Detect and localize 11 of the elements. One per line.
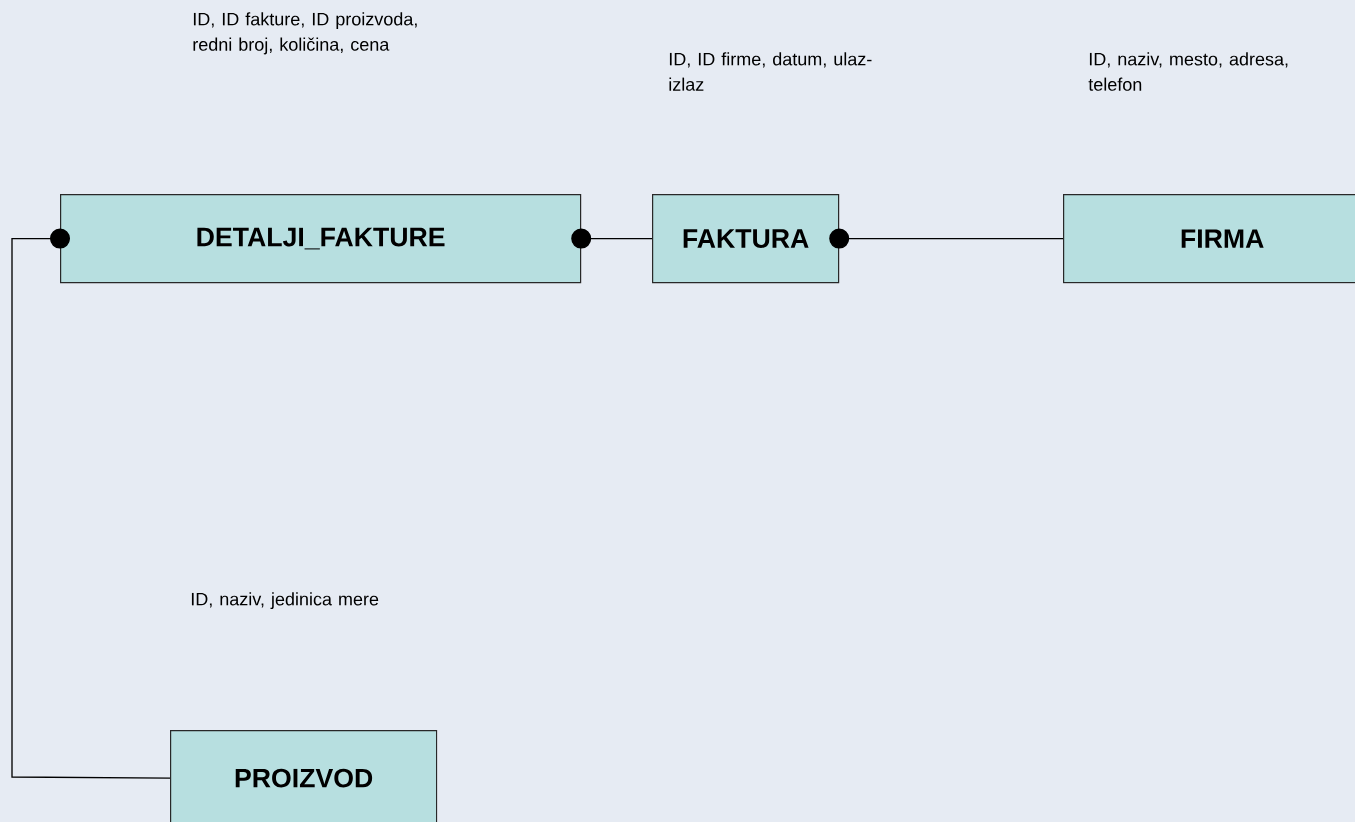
connector-line [571,228,653,249]
connector-line [829,228,1064,249]
connector-line [11,228,171,779]
attribute-list: ID, ID firme, datum, ulaz-izlaz [669,52,872,91]
entity-box: DETALJI_FAKTURE [60,194,582,284]
attribute-list: ID, ID fakture, ID proizvoda, redni broj, količina, cena [193,12,417,55]
attribute-list: ID, naziv, jedinica mere [191,592,379,610]
attribute-list: ID, naziv, mesto, adresa, telefon [1088,52,1288,91]
entity-box: FAKTURA [652,194,840,284]
entity-box: FIRMA [1063,194,1355,284]
entity-box: PROIZVOD [170,730,438,822]
